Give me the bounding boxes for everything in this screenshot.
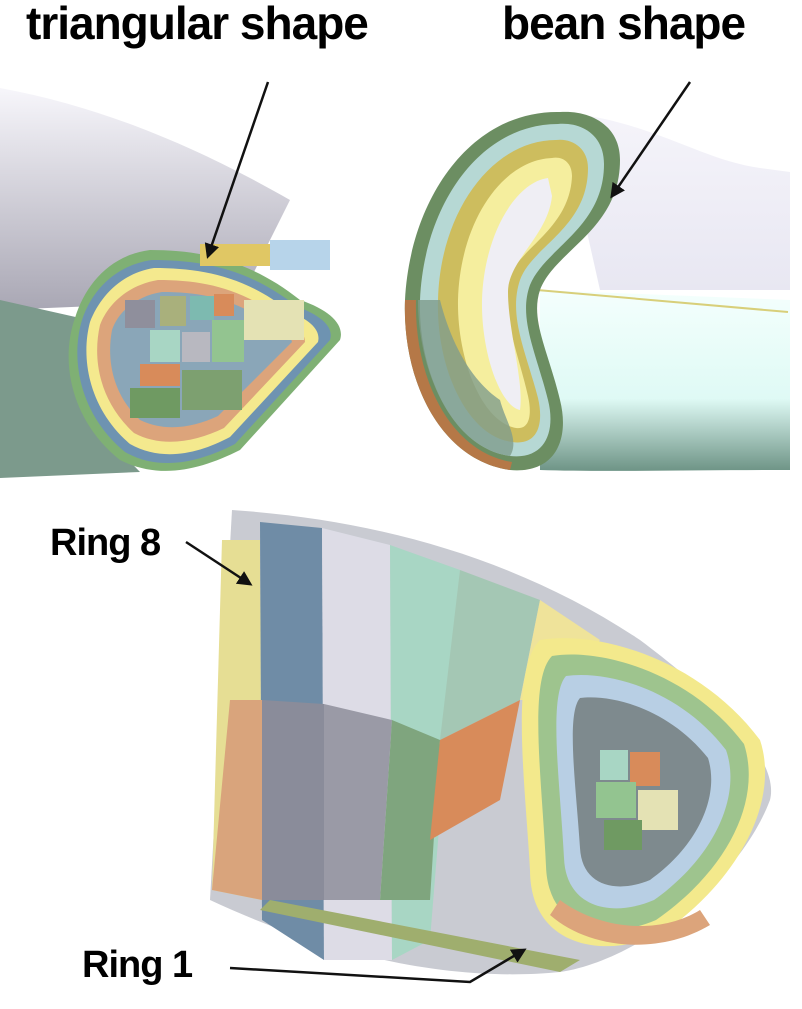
triangular-arrow: [204, 81, 270, 259]
bean-shape-label: bean shape: [502, 0, 746, 49]
bean-cross-section: [404, 111, 790, 471]
triangular-shape-label: triangular shape: [26, 0, 369, 49]
ring-1-arrow: [229, 948, 527, 984]
bean-arrow: [610, 81, 692, 199]
ring-8-arrow: [185, 540, 253, 586]
ring-1-label: Ring 1: [82, 944, 193, 986]
ring-8-label: Ring 8: [50, 522, 161, 564]
ring-segmented-model: [210, 510, 772, 975]
triangular-cross-section: [0, 88, 341, 478]
